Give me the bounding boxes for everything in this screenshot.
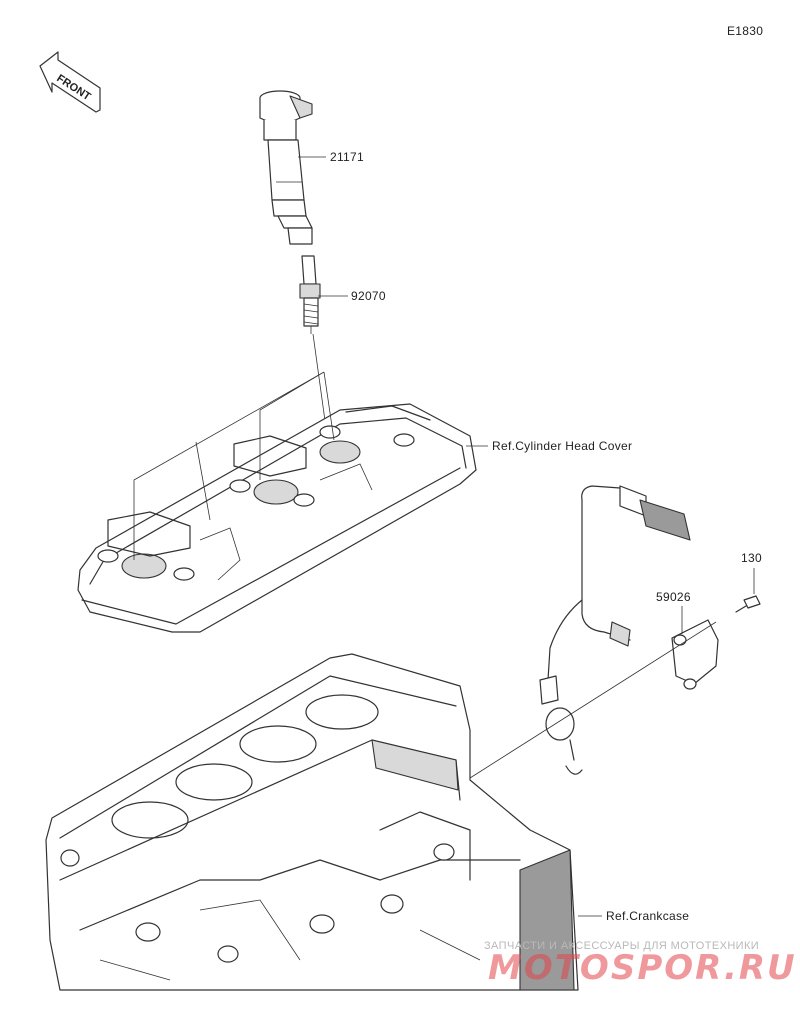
part-number-crank-sensor[interactable]: 59026: [656, 590, 691, 604]
watermark-tagline: ЗАПЧАСТИ И АКСЕССУАРЫ ДЛЯ МОТОТЕХНИКИ: [484, 940, 760, 952]
ref-cylinder-head-cover: Ref.Cylinder Head Cover: [492, 439, 633, 453]
watermark-logo: MOTOSPOR.RU: [488, 948, 797, 988]
ignition-coil: [259, 90, 313, 245]
front-arrow-icon: FRONT: [39, 51, 101, 113]
spark-plug: [299, 255, 321, 334]
diagram-code: E1830: [727, 24, 764, 38]
crank-sensor-harness: [539, 485, 719, 775]
part-number-bolt[interactable]: 130: [741, 551, 762, 565]
bolt: [735, 595, 761, 613]
part-number-spark-plug[interactable]: 92070: [351, 289, 386, 303]
ref-crankcase: Ref.Crankcase: [606, 909, 690, 923]
cylinder-head-cover: [77, 403, 477, 633]
crankcase: [45, 653, 579, 991]
part-number-ignition-coil[interactable]: 21171: [330, 150, 364, 164]
